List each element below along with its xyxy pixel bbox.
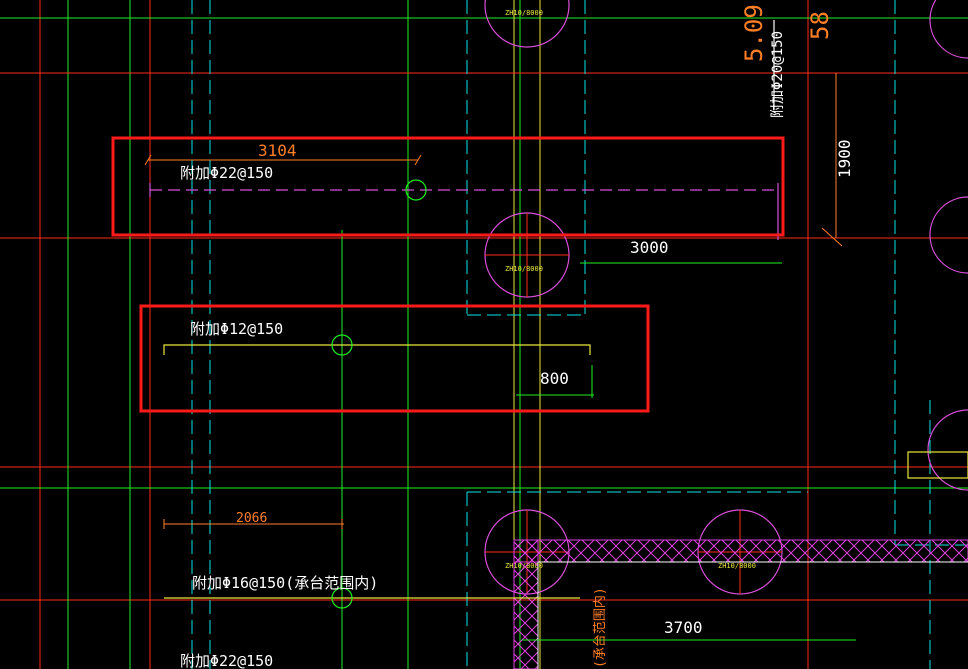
cap-hatch-wall <box>513 539 968 669</box>
highlight-boxes <box>111 136 785 413</box>
pile-tag-top: ZH10/8000 <box>505 9 543 17</box>
dim-58: 58 <box>806 11 834 40</box>
dim-3000: 3000 <box>630 238 669 257</box>
box-rebar-12[interactable] <box>139 304 650 413</box>
label-rebar-vertical: 附加Φ20@150 <box>770 31 786 118</box>
label-rebar-middle: 附加Φ12@150 <box>190 320 283 338</box>
rebar-lines <box>149 20 968 609</box>
pile-tag-middle: ZH10/8000 <box>505 265 543 273</box>
dim-3700: 3700 <box>664 618 703 637</box>
pile-tag-bottom-right: ZH10/8000 <box>718 562 756 570</box>
dimension-lines <box>144 73 856 641</box>
dimension-labels: 3104 3000 1900 800 2066 3700 5.09 58 <box>236 4 854 637</box>
dim-2066: 2066 <box>236 511 267 526</box>
label-rebar-lower: 附加Φ16@150(承台范围内) <box>192 574 378 592</box>
dim-5-09: 5.09 <box>740 4 768 62</box>
dim-1900: 1900 <box>835 139 854 178</box>
box-rebar-22[interactable] <box>111 136 785 237</box>
label-rebar-top: 附加Φ22@150 <box>180 164 273 182</box>
label-vertical-note: (承台范围内) <box>592 587 608 668</box>
dim-800: 800 <box>540 369 569 388</box>
label-rebar-bottom: 附加Φ22@150 <box>180 652 273 669</box>
dim-3104: 3104 <box>258 141 297 160</box>
rebar-labels: 附加Φ22@150 附加Φ12@150 附加Φ16@150(承台范围内) 附加Φ… <box>180 31 786 669</box>
